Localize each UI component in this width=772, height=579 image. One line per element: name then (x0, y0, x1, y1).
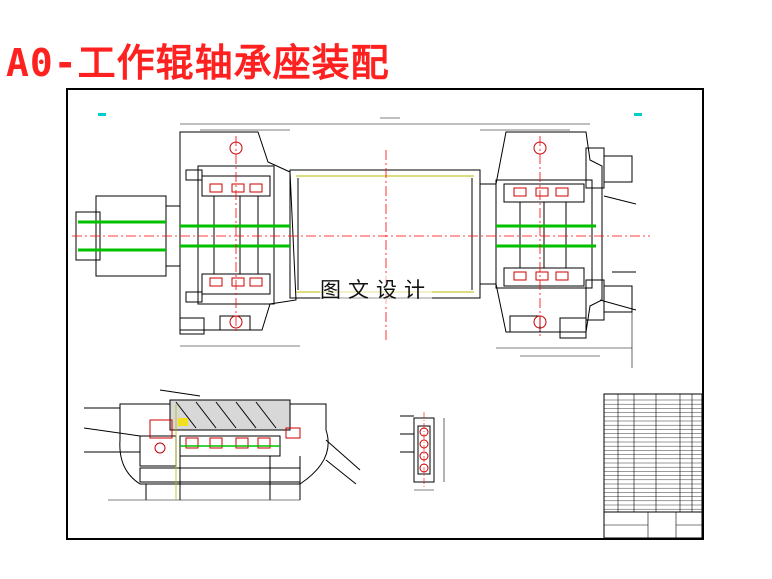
cyan-marker-left (98, 113, 106, 116)
main-assembly-view (75, 117, 637, 368)
watermark-text: 图文设计 (320, 274, 432, 304)
drawing-title: A0-工作辊轴承座装配 (6, 41, 390, 85)
shaft-core (78, 220, 596, 252)
parts-list-rows (604, 399, 702, 510)
drawing-sheet-frame (66, 88, 704, 540)
parts-list-table (603, 393, 703, 539)
cyan-marker-right (634, 113, 642, 116)
section-highlight (175, 404, 188, 500)
section-view (83, 389, 361, 501)
centerlines (72, 136, 650, 340)
section-bearing-detail (149, 419, 301, 454)
